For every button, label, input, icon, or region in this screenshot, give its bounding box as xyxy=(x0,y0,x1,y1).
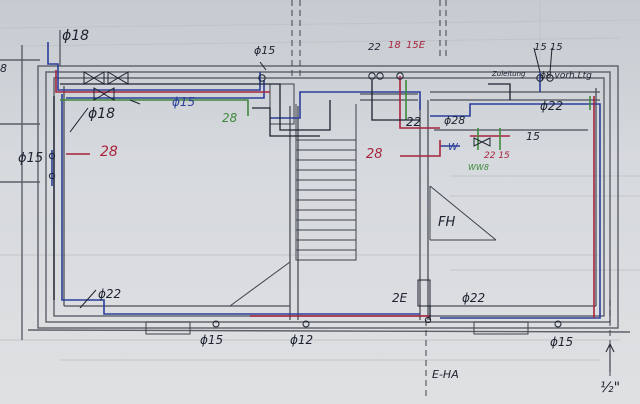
label-half-inch: ½" xyxy=(600,380,620,396)
label-22-15-right: 22 15 xyxy=(484,151,510,161)
label-18-top: 18 xyxy=(388,40,401,51)
label-d28-center: ϕ28 xyxy=(444,114,465,127)
label-w: W xyxy=(448,142,459,153)
label-d15-main: ϕ15 xyxy=(172,95,195,109)
label-d15-top-mid: ϕ15 xyxy=(254,44,275,57)
label-22-top: 22 xyxy=(368,42,381,53)
leader-lines xyxy=(69,47,615,372)
label-d22-bottom-mid: ϕ22 xyxy=(462,291,485,305)
label-fh: FH xyxy=(438,215,455,230)
label-d12-bottom: ϕ12 xyxy=(290,333,313,347)
label-d22-upper-right: ϕ22 xyxy=(540,99,563,113)
label-ww8: WW8 xyxy=(468,163,489,172)
door-swing-lines xyxy=(145,185,529,335)
label-15e-top: 15E xyxy=(406,40,426,51)
label-d15-bottom-left: ϕ15 xyxy=(200,333,223,347)
label-vorh-ltg: ϕ8 vorh.Ltg xyxy=(540,71,592,81)
label-15-15-right: 15 15 xyxy=(534,42,563,53)
valves xyxy=(48,71,562,328)
label-d15-left-side: ϕ15 xyxy=(18,151,43,166)
staircase xyxy=(269,83,357,261)
blue-pipe-runs xyxy=(47,42,601,319)
green-pipe-runs xyxy=(60,80,591,150)
label-zuleitung: Zuleitung xyxy=(491,70,526,78)
label-28-green: 28 xyxy=(222,111,238,125)
black-pipe-runs xyxy=(53,80,511,320)
label-d15-bottom-right: ϕ15 xyxy=(550,335,573,349)
label-d18-top: ϕ18 xyxy=(62,28,89,44)
interior-walls xyxy=(63,86,600,320)
label-28-left-red: 28 xyxy=(100,144,118,160)
building-walls xyxy=(0,30,631,340)
label-15-right: 15 xyxy=(526,130,540,143)
2e-valve-box xyxy=(417,279,431,307)
label-8-left: 8 xyxy=(0,62,7,75)
label-d18-left: ϕ18 xyxy=(88,106,115,122)
axis-lines xyxy=(291,0,611,400)
label-d22-bottom-left: ϕ22 xyxy=(98,287,121,301)
label-2e: 2E xyxy=(392,291,408,305)
label-28-center-red: 28 xyxy=(366,147,383,162)
label-e-ha: E-HA xyxy=(432,368,459,381)
red-pipe-runs xyxy=(55,70,595,318)
label-22-center: 22 xyxy=(406,115,421,129)
background-bleed-lines xyxy=(0,0,640,361)
